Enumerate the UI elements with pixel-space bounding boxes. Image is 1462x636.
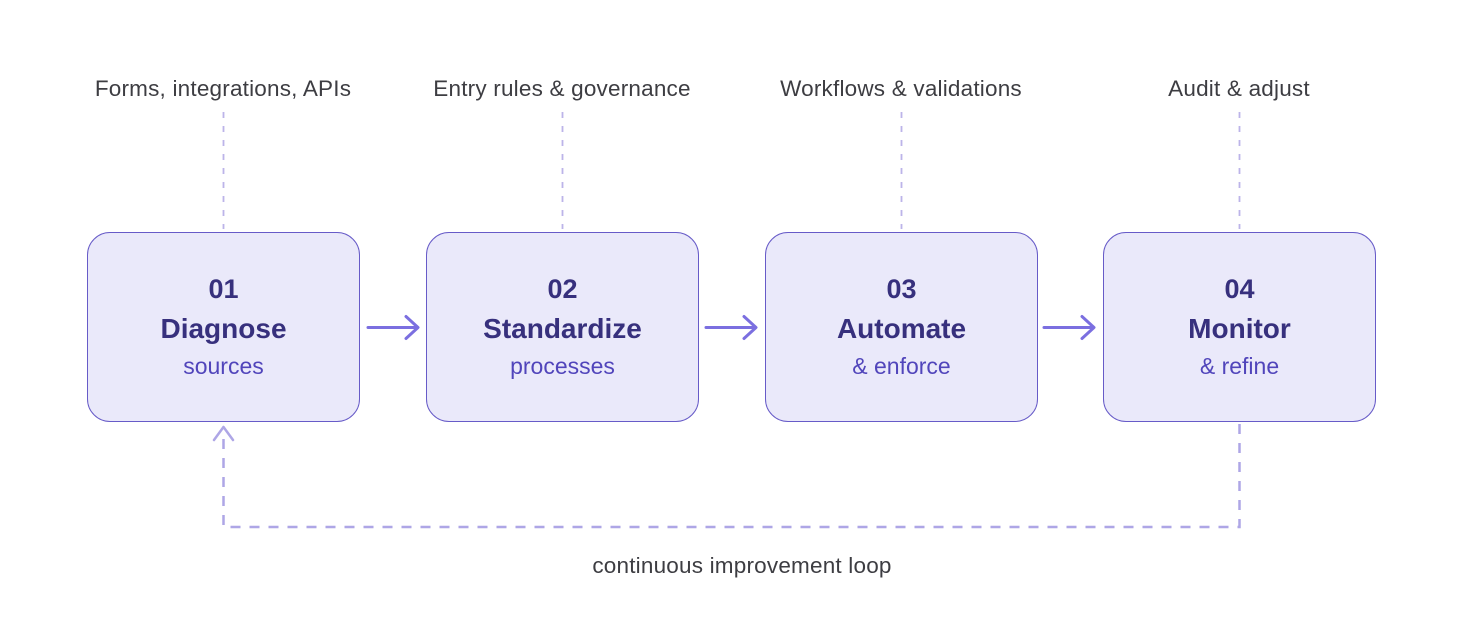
step-1-top-label: Forms, integrations, APIs — [94, 76, 352, 101]
step-box-standardize: 02 Standardize processes — [426, 232, 699, 422]
step-title: Automate — [836, 312, 967, 344]
step-box-automate: 03 Automate & enforce — [765, 232, 1038, 422]
step-2-top-label: Entry rules & governance — [433, 76, 691, 101]
feedback-loop-path — [212, 424, 1241, 529]
step-3-top-label: Workflows & validations — [780, 76, 1022, 101]
step-title: Diagnose — [160, 312, 287, 344]
step-subtitle: processes — [510, 352, 615, 379]
step-title: Standardize — [483, 312, 642, 344]
step-number: 04 — [1224, 274, 1255, 305]
step-number: 01 — [208, 274, 239, 305]
step-subtitle: sources — [183, 352, 264, 379]
step-title: Monitor — [1188, 312, 1291, 344]
step-number: 02 — [547, 274, 578, 305]
step-number: 03 — [886, 274, 917, 305]
step-subtitle: & enforce — [852, 352, 951, 379]
feedback-loop-arrowhead — [212, 425, 235, 442]
continuous-improvement-loop-label: continuous improvement loop — [592, 553, 892, 578]
label-connector-dashes — [222, 112, 1241, 229]
step-4-top-label: Audit & adjust — [1168, 76, 1310, 101]
step-subtitle: & refine — [1199, 352, 1280, 379]
step-box-diagnose: 01 Diagnose sources — [87, 232, 360, 422]
step-box-monitor: 04 Monitor & refine — [1103, 232, 1376, 422]
